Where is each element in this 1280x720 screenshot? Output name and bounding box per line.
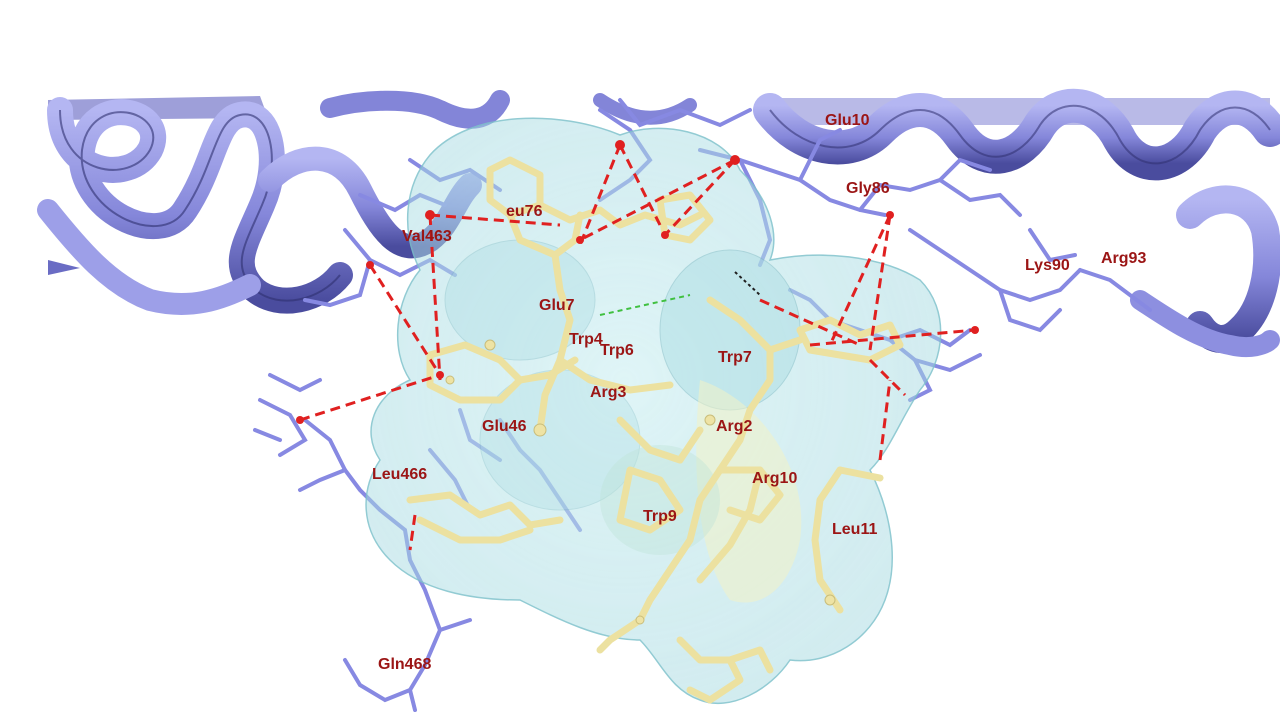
label-leu76: eu76 xyxy=(506,203,543,220)
label-gln468: Gln468 xyxy=(378,656,431,673)
label-trp4: Trp4 xyxy=(569,331,603,348)
ligand-atom-spheres xyxy=(445,339,836,625)
pi-interaction-line xyxy=(599,294,691,316)
label-glu10x: Glu10 xyxy=(825,112,870,129)
label-glu46x: Glu46 xyxy=(482,418,527,435)
label-arg10: Arg10 xyxy=(752,470,797,487)
hbond-atoms xyxy=(296,140,979,424)
label-arg3: Arg3 xyxy=(590,384,627,401)
label-leu11: Leu11 xyxy=(832,521,877,538)
label-trp7: Trp7 xyxy=(718,349,752,366)
ligand-molecular-surface xyxy=(365,117,942,705)
label-arg2: Arg2 xyxy=(716,418,753,435)
label-leu466: Leu466 xyxy=(372,466,427,483)
residue-labels: Glu10 Gly86 eu76 Val463 Lys90 Arg93 Glu7… xyxy=(372,112,1146,673)
label-lys90: Lys90 xyxy=(1025,257,1070,274)
label-val463: Val463 xyxy=(402,228,452,245)
label-trp6: Trp6 xyxy=(600,342,634,359)
label-arg93: Arg93 xyxy=(1101,250,1146,267)
helix-ribbon-right xyxy=(593,88,1280,358)
label-glu7: Glu7 xyxy=(539,297,575,314)
label-trp9: Trp9 xyxy=(643,508,677,525)
label-gly86: Gly86 xyxy=(846,180,890,197)
hydrogen-bond-lines xyxy=(299,144,976,551)
